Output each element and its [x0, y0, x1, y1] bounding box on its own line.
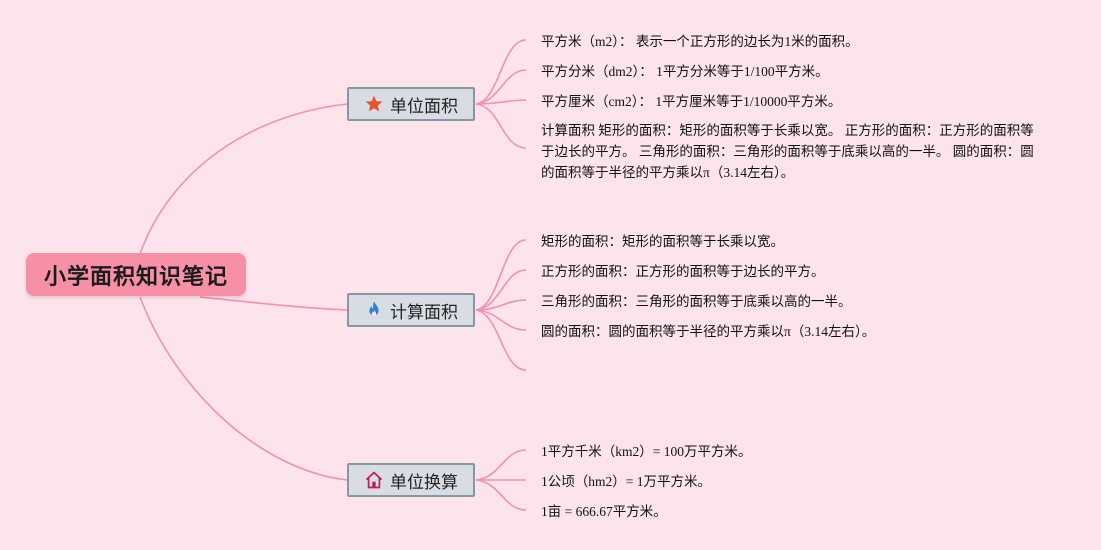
leaf-item[interactable]: 平方厘米（cm2）： 1平方厘米等于1/10000平方米。	[541, 94, 842, 109]
leaf-item[interactable]: 圆的面积：圆的面积等于半径的平方乘以π（3.14左右）。	[541, 324, 876, 339]
leaf-item[interactable]: 1公顷（hm2）= 1万平方米。	[541, 474, 711, 489]
branch-label: 计算面积	[390, 302, 458, 323]
connector-unit-convert-leaf-3	[475, 479, 527, 511]
connector-calc-area-leaf-4	[475, 309, 527, 331]
flame-icon	[364, 300, 384, 320]
branch-unit-area[interactable]: 单位面积	[347, 87, 475, 121]
leaf-item[interactable]: 平方米（m2）： 表示一个正方形的边长为1米的面积。	[541, 34, 859, 49]
leaf-item[interactable]: 1亩 = 666.67平方米。	[541, 504, 667, 519]
connector-unit-convert-leaf-1	[475, 449, 527, 481]
star-icon	[364, 94, 384, 114]
branch-unit-convert[interactable]: 单位换算	[347, 463, 475, 497]
branch-label: 单位换算	[390, 472, 458, 493]
root-topic[interactable]: 小学面积知识笔记	[26, 253, 246, 296]
leaf-item[interactable]: 矩形的面积：矩形的面积等于长乘以宽。	[541, 234, 784, 249]
connector-unit-area-leaf-4	[475, 103, 527, 149]
connector-unit-area-leaf-1	[475, 39, 527, 105]
connector-calc-area-leaf-2	[475, 269, 527, 311]
connector-unit-area-leaf-2	[475, 69, 527, 105]
root-title: 小学面积知识笔记	[43, 264, 228, 290]
leaf-item[interactable]: 1平方千米（km2）= 100万平方米。	[541, 444, 752, 459]
branch-calc-area[interactable]: 计算面积	[347, 293, 475, 327]
connector-root-unit-area	[139, 103, 348, 255]
leaf-item[interactable]: 正方形的面积：正方形的面积等于边长的平方。	[541, 264, 825, 279]
connector-root-calc-area	[199, 296, 348, 311]
branch-label: 单位面积	[390, 96, 458, 117]
connector-calc-area-leaf-3	[475, 299, 527, 311]
connector-calc-area-leaf-1	[475, 239, 527, 311]
connector-calc-area-leaf-5	[475, 309, 527, 371]
leaf-item[interactable]: 三角形的面积：三角形的面积等于底乘以高的一半。	[541, 294, 852, 309]
connector-unit-area-leaf-3	[475, 99, 527, 105]
home-icon	[364, 470, 384, 490]
leaf-item[interactable]: 计算面积 矩形的面积：矩形的面积等于长乘以宽。 正方形的面积：正方形的面积等于边…	[541, 123, 1034, 180]
connector-root-unit-convert	[139, 296, 348, 481]
leaf-item[interactable]: 平方分米（dm2）： 1平方分米等于1/100平方米。	[541, 64, 829, 79]
